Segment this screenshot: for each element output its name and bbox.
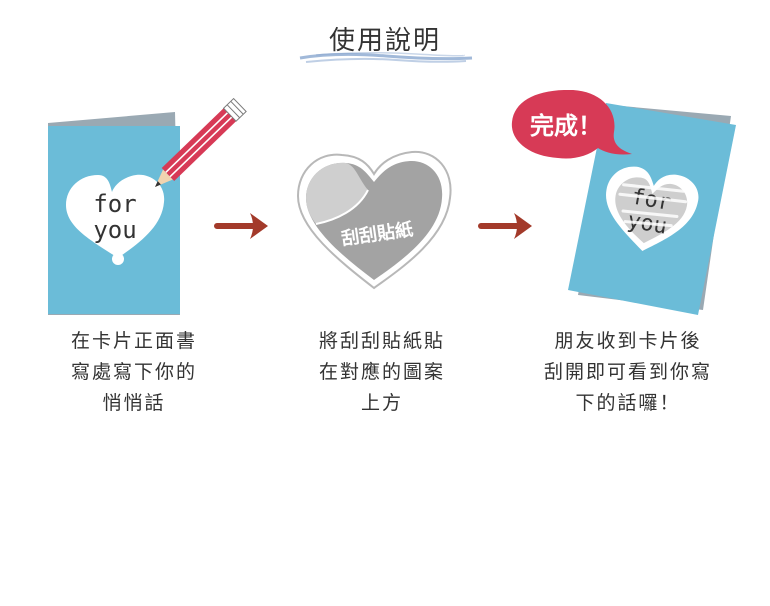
heart-shape <box>66 174 165 258</box>
pencil-icon <box>155 97 247 187</box>
caption-line: 朋友收到卡片後 <box>554 330 702 352</box>
caption-line: 下的話囉！ <box>575 392 681 414</box>
caption-line: 寫處寫下你的 <box>70 361 197 383</box>
title-underline <box>299 51 473 63</box>
caption-line: 悄悄話 <box>102 392 166 414</box>
sticker-peel <box>306 162 368 224</box>
caption-line: 上方 <box>360 392 403 414</box>
caption-line: 在卡片正面書 <box>70 330 197 352</box>
title-section: 使用說明 <box>0 14 770 64</box>
card-text-line2: you <box>93 216 136 244</box>
step-2-illustration: 刮刮貼紙 <box>296 150 452 290</box>
page-title: 使用說明 <box>328 26 441 56</box>
card-text-line1: for <box>93 190 136 218</box>
step-3: for you 完成！ 朋友收到卡片後 刮開即可看到你寫 下的話囉！ <box>508 90 748 420</box>
caption-line: 在對應的圖案 <box>318 361 445 383</box>
caption-line: 刮開即可看到你寫 <box>543 361 712 383</box>
step-2: 刮刮貼紙 將刮刮貼紙貼 在對應的圖案 上方 <box>262 90 502 420</box>
step-1-illustration: for you <box>48 97 247 315</box>
step-3-caption: 朋友收到卡片後 刮開即可看到你寫 下的話囉！ <box>508 326 748 419</box>
arrow-right-icon <box>478 213 532 239</box>
bubble-text: 完成！ <box>530 112 602 140</box>
arrow-right-icon <box>214 213 268 239</box>
step-2-caption: 將刮刮貼紙貼 在對應的圖案 上方 <box>262 326 502 419</box>
step-1: for you 在卡片正面書 寫處寫下你的 悄悄話 <box>14 90 254 420</box>
step-3-illustration: for you 完成！ <box>511 90 736 315</box>
scratch-marks <box>618 183 688 228</box>
step-1-caption: 在卡片正面書 寫處寫下你的 悄悄話 <box>14 326 254 419</box>
caption-line: 將刮刮貼紙貼 <box>318 330 445 352</box>
speech-bubble: 完成！ <box>511 90 632 159</box>
